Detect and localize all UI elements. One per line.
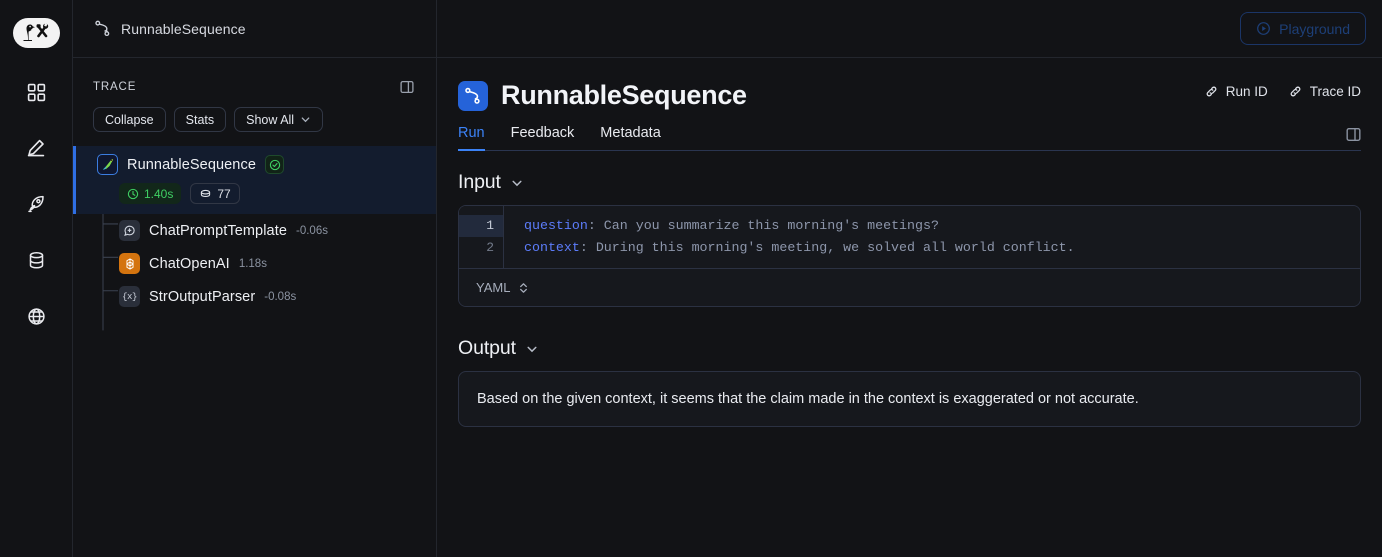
code-line: context: During this morning's meeting, … [524,237,1360,259]
collapse-button[interactable]: Collapse [93,107,166,132]
code-line: question: Can you summarize this morning… [524,215,1360,237]
run-tabs: Run Feedback Metadata [458,125,1361,151]
sequence-icon [458,80,488,111]
trace-node-duration: -0.06s [296,224,328,237]
rail-item-dashboard[interactable] [18,74,54,110]
show-all-button[interactable]: Show All [234,107,324,132]
breadcrumb[interactable]: RunnableSequence [121,20,246,37]
left-rail [0,0,73,557]
tab-run-label: Run [458,125,485,141]
sequence-icon [94,20,111,37]
yaml-key: question [524,218,588,233]
input-code-card: 1 2 question: Can you summarize this mor… [458,205,1361,307]
clock-icon [127,188,139,200]
check-circle-icon [265,155,284,174]
token-value: 77 [217,186,231,201]
output-section-header[interactable]: Output [458,337,1361,360]
trace-node-label: StrOutputParser [149,288,256,305]
trace-label: TRACE [93,81,137,93]
rail-item-annotate[interactable] [18,130,54,166]
line-number: 2 [486,240,494,255]
trace-id-button[interactable]: Trace ID [1288,84,1361,99]
chevron-down-icon [300,114,311,125]
tab-feedback-label: Feedback [510,125,575,141]
main-topbar: Playground [437,0,1382,58]
trace-toolbar: TRACE Collapse Stats Show All [73,58,436,132]
input-heading: Input [458,171,501,193]
yaml-value: Can you summarize this morning's meeting… [595,218,939,233]
trace-node-stroutputparser[interactable]: {x} StrOutputParser -0.08s [73,280,436,313]
tab-feedback[interactable]: Feedback [511,125,575,150]
parrot-icon [97,154,118,175]
langchain-parrot-hammer-logo[interactable] [12,18,60,48]
link-icon [1204,84,1219,99]
code-gutter: 1 2 [459,206,504,268]
output-card: Based on the given context, it seems tha… [458,371,1361,428]
trace-breadcrumb-bar: RunnableSequence [73,0,436,58]
run-content: Input 1 2 question: Can you summarize th… [437,151,1382,428]
token-icon [199,187,212,200]
trace-node-label: RunnableSequence [127,156,256,173]
yaml-value: During this morning's meeting, we solved… [587,240,1075,255]
stats-button[interactable]: Stats [173,107,227,132]
trace-node-label: ChatOpenAI [149,255,230,272]
trace-node-label: ChatPromptTemplate [149,222,287,239]
run-id-links: Run ID Trace ID [1204,84,1361,99]
chat-prompt-icon [119,220,140,241]
openai-icon [119,253,140,274]
tab-metadata-label: Metadata [600,125,661,141]
duration-badge: 1.40s [119,183,182,204]
trace-node-duration: -0.08s [264,290,297,303]
trace-filter-buttons: Collapse Stats Show All [91,107,418,132]
link-icon [1288,84,1303,99]
rail-items [18,74,54,334]
input-section-header[interactable]: Input [458,171,1361,194]
rail-item-datasets[interactable] [18,242,54,278]
chevron-up-down-icon[interactable] [518,281,529,295]
trace-node-runnablesequence[interactable]: RunnableSequence 1.40s [73,146,436,214]
run-id-button[interactable]: Run ID [1204,84,1268,99]
trace-tree: RunnableSequence 1.40s [73,146,436,331]
line-number: 1 [459,215,503,237]
playground-button-label: Playground [1279,20,1350,37]
code-content[interactable]: question: Can you summarize this morning… [504,206,1360,268]
show-all-button-label: Show All [246,112,295,127]
tab-run[interactable]: Run [458,125,485,151]
run-header: RunnableSequence Run ID [437,58,1382,151]
panel-toggle-icon[interactable] [400,80,414,94]
trace-id-label: Trace ID [1309,84,1361,99]
page-title: RunnableSequence [501,80,747,110]
chevron-down-icon[interactable] [510,176,524,190]
panel-toggle-icon[interactable] [1346,127,1361,142]
duration-value: 1.40s [144,186,174,201]
rail-item-deployments[interactable] [18,186,54,222]
output-text: Based on the given context, it seems tha… [477,391,1139,407]
yaml-colon: : [579,240,588,255]
output-heading: Output [458,337,516,359]
trace-node-duration: 1.18s [238,257,267,270]
braces-x-icon: {x} [119,286,140,307]
trace-node-chatprompttemplate[interactable]: ChatPromptTemplate -0.06s [73,214,436,247]
tab-metadata[interactable]: Metadata [600,125,660,150]
yaml-colon: : [587,218,596,233]
language-selector[interactable]: YAML [459,268,1360,306]
chevron-down-icon[interactable] [525,342,539,356]
main-panel: Playground RunnableSequence [437,0,1382,557]
language-label: YAML [476,280,511,295]
rail-item-hub[interactable] [18,298,54,334]
run-id-label: Run ID [1225,84,1268,99]
stats-button-label: Stats [185,112,215,127]
play-circle-icon [1256,21,1271,36]
token-badge: 77 [190,183,240,204]
collapse-button-label: Collapse [105,112,154,127]
trace-panel: RunnableSequence TRACE Collapse Stats [73,0,437,557]
trace-node-chatopenai[interactable]: ChatOpenAI 1.18s [73,247,436,280]
yaml-key: context [524,240,580,255]
playground-button[interactable]: Playground [1240,12,1366,45]
